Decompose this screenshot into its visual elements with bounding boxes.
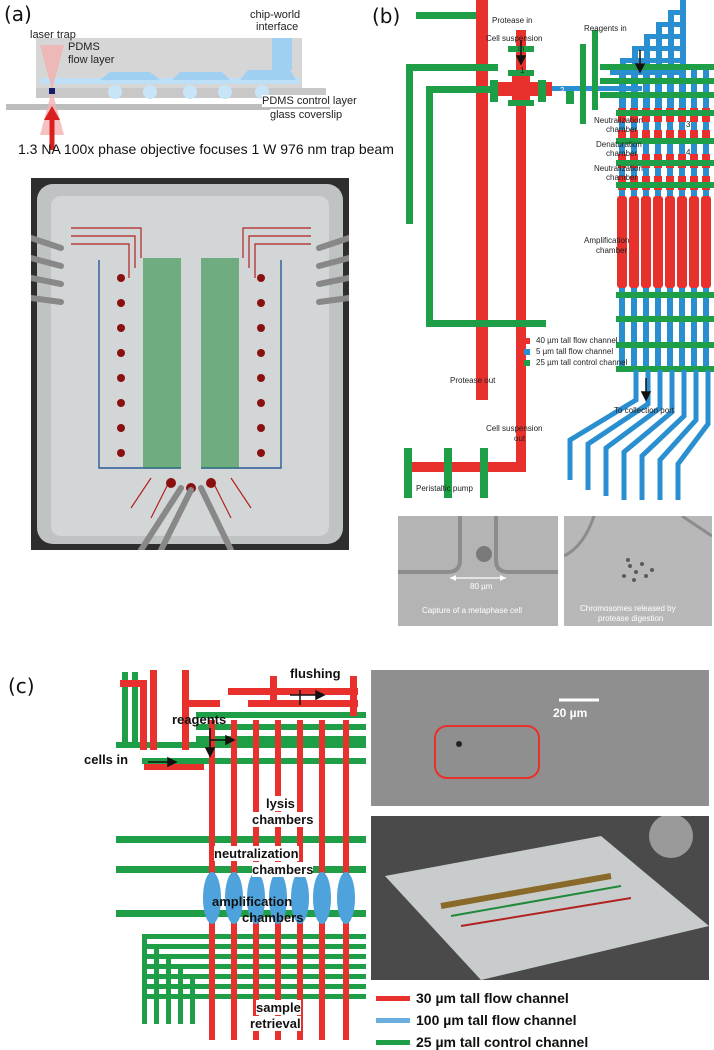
device-layout-schematic — [404, 0, 714, 500]
legend-b-blue-text: 5 µm tall flow channel — [536, 347, 614, 356]
laser-trap-label: laser trap — [30, 29, 76, 41]
chromosomes-micrograph: Chromosomes released by protease digesti… — [564, 516, 712, 626]
legend-c-blue-text: 100 µm tall flow channel — [416, 1012, 577, 1028]
protease-in-label: Protease in — [492, 16, 533, 25]
chip-photo — [31, 178, 349, 550]
cell-micrograph-c: 20 µm — [371, 670, 709, 806]
legend-b-blue: 5 µm tall flow channel — [524, 347, 613, 356]
reagents-in-label: Reagents in — [584, 24, 627, 33]
step-3-label: 3 — [686, 120, 691, 129]
device-photo-c — [371, 816, 709, 980]
control-layer-label: PDMS control layer — [262, 95, 357, 107]
legend-b-green: 25 µm tall control channel — [524, 358, 627, 367]
panel-a-label: (a) — [4, 2, 32, 26]
scale-80um: 80 µm — [470, 582, 493, 591]
cell-suspension-in-label-2: in — [518, 44, 525, 53]
legend-c-blue-swatch — [376, 1017, 410, 1023]
reagents-label: reagents — [172, 712, 227, 727]
cells-in-label: cells in — [84, 752, 129, 767]
denaturation-label: Denaturation — [596, 140, 642, 149]
objective-caption: 1.3 NA 100x phase objective focuses 1 W … — [18, 141, 394, 157]
panel-c-label: (c) — [8, 674, 35, 698]
chromosomes-caption-2: protease digestion — [598, 614, 664, 623]
legend-c-red-swatch — [376, 995, 410, 1001]
scale-20um: 20 µm — [553, 706, 588, 720]
coverslip-label: glass coverslip — [270, 109, 343, 121]
neutralization-chamber-label: chamber — [606, 125, 638, 134]
legend-b-red-swatch — [524, 337, 530, 344]
lysis-chambers-label: chambers — [252, 812, 314, 827]
amplification-label-c: amplification — [212, 894, 293, 909]
sample-label: sample — [256, 1000, 301, 1015]
peristaltic-pump-label: Peristaltic pump — [416, 484, 473, 493]
to-collection-label: To collection port — [614, 406, 675, 415]
panel-a: (a) laser trap PDMS flow layer chip-worl… — [0, 0, 394, 560]
amplification-chamber-label: chamber — [596, 246, 628, 255]
legend-c-red: 30 µm tall flow channel — [376, 990, 569, 1006]
step-2-label: 2 — [560, 86, 565, 95]
lysis-label: lysis — [266, 796, 295, 811]
panel-b-label: (b) — [372, 4, 401, 28]
flushing-label: flushing — [290, 666, 341, 681]
legend-b-green-swatch — [524, 359, 530, 366]
legend-c-green-swatch — [376, 1039, 410, 1045]
amplification-chambers-label-c: chambers — [242, 910, 304, 925]
neutralization-2-label: Neutralization — [594, 164, 643, 173]
metaphase-cell-micrograph: 80 µm Capture of a metaphase cell — [398, 516, 558, 626]
legend-b-red-text: 40 µm tall flow channel — [536, 336, 618, 345]
pdms-label: PDMS — [68, 41, 100, 53]
step-4-label: 4 — [686, 148, 691, 157]
chip-world-label: chip-world — [250, 9, 301, 21]
legend-c-green-text: 25 µm tall control channel — [416, 1034, 589, 1050]
neutralization-label-c: neutralization — [214, 846, 299, 861]
interface-label: interface — [256, 21, 299, 33]
step-1-label: 1 — [520, 66, 525, 75]
cell-suspension-out-label-2: out — [514, 434, 526, 443]
legend-c-blue: 100 µm tall flow channel — [376, 1012, 577, 1028]
metaphase-caption: Capture of a metaphase cell — [422, 606, 523, 615]
chromosomes-caption-1: Chromosomes released by — [580, 604, 676, 613]
legend-b-red: 40 µm tall flow channel — [524, 336, 618, 345]
device-layout-schematic-c — [116, 670, 366, 1040]
legend-c-green: 25 µm tall control channel — [376, 1034, 588, 1050]
flow-layer-label: flow layer — [68, 54, 115, 66]
legend-b-blue-swatch — [524, 348, 530, 355]
panel-b: (b) — [370, 0, 714, 630]
panel-c: (c) — [0, 660, 714, 1050]
retrieval-label: retrieval — [250, 1016, 301, 1031]
legend-b-green-text: 25 µm tall control channel — [536, 358, 628, 367]
neutralization-chambers-label-c: chambers — [252, 862, 314, 877]
cell-suspension-in-label: Cell suspension — [486, 34, 543, 43]
neutralization-2-chamber-label: chamber — [606, 173, 638, 182]
denaturation-chamber-label: chamber — [606, 149, 638, 158]
neutralization-label: Neutralization — [594, 116, 643, 125]
cell-suspension-out-label: Cell suspension — [486, 424, 543, 433]
protease-out-label: Protease out — [450, 376, 496, 385]
legend-c-red-text: 30 µm tall flow channel — [416, 990, 569, 1006]
chip-cross-section-diagram — [6, 38, 330, 150]
amplification-label: Amplification — [584, 236, 630, 245]
